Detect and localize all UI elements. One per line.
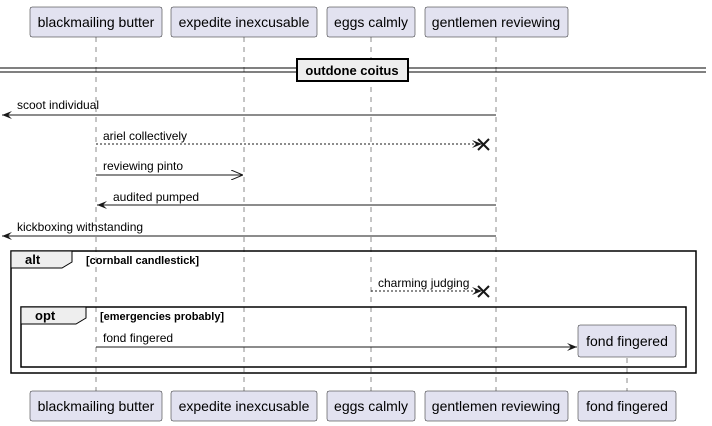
message-label: reviewing pinto [103, 159, 183, 173]
participant-label: expedite inexcusable [179, 14, 310, 30]
participant-fond-fingered-bottom[interactable]: fond fingered [577, 390, 677, 422]
participant-gentlemen-reviewing-top[interactable]: gentlemen reviewing [424, 6, 569, 38]
message-label: ariel collectively [103, 129, 187, 143]
destroy-marker-icon [477, 138, 490, 151]
participant-label: fond fingered [586, 333, 668, 349]
participant-fond-fingered-created[interactable]: fond fingered [577, 324, 677, 358]
message-charming-judging: charming judging [371, 276, 490, 298]
fragment-opt: opt [emergencies probably] [20, 306, 687, 368]
fragment-keyword: opt [35, 308, 56, 323]
participant-label: gentlemen reviewing [432, 398, 560, 414]
participant-blackmailing-butter-top[interactable]: blackmailing butter [29, 6, 163, 38]
message-audited-pumped: audited pumped [97, 190, 496, 209]
participant-expedite-inexcusable-bottom[interactable]: expedite inexcusable [170, 390, 318, 422]
participant-expedite-inexcusable-top[interactable]: expedite inexcusable [170, 6, 318, 38]
participant-eggs-calmly-bottom[interactable]: eggs calmly [326, 390, 416, 422]
message-label: audited pumped [113, 190, 199, 204]
participant-label: gentlemen reviewing [432, 14, 560, 30]
participant-label: expedite inexcusable [179, 398, 310, 414]
fragment-condition: [cornball candlestick] [86, 255, 199, 267]
message-reviewing-pinto: reviewing pinto [96, 159, 243, 175]
participant-label: eggs calmly [334, 14, 408, 30]
fragment-alt: alt [cornball candlestick] [10, 250, 697, 374]
divider: outdone coitus [0, 58, 706, 82]
participant-blackmailing-butter-bottom[interactable]: blackmailing butter [29, 390, 163, 422]
fragment-keyword: alt [25, 252, 41, 267]
participant-label: fond fingered [586, 398, 668, 414]
destroy-marker-icon [477, 285, 490, 298]
participant-label: eggs calmly [334, 398, 408, 414]
message-fond-fingered: fond fingered [96, 331, 577, 351]
participant-eggs-calmly-top[interactable]: eggs calmly [326, 6, 416, 38]
participant-gentlemen-reviewing-bottom[interactable]: gentlemen reviewing [424, 390, 569, 422]
message-scoot-individual: scoot individual [2, 98, 496, 119]
message-ariel-collectively: ariel collectively [96, 129, 490, 151]
message-label: scoot individual [17, 98, 99, 112]
participant-label: blackmailing butter [38, 14, 155, 30]
message-label: kickboxing withstanding [17, 220, 143, 234]
message-label: fond fingered [103, 331, 173, 345]
message-kickboxing-withstanding: kickboxing withstanding [2, 220, 496, 240]
divider-title: outdone coitus [305, 63, 398, 78]
message-label: charming judging [378, 276, 469, 290]
participant-label: blackmailing butter [38, 398, 155, 414]
fragment-condition: [emergencies probably] [100, 311, 224, 323]
